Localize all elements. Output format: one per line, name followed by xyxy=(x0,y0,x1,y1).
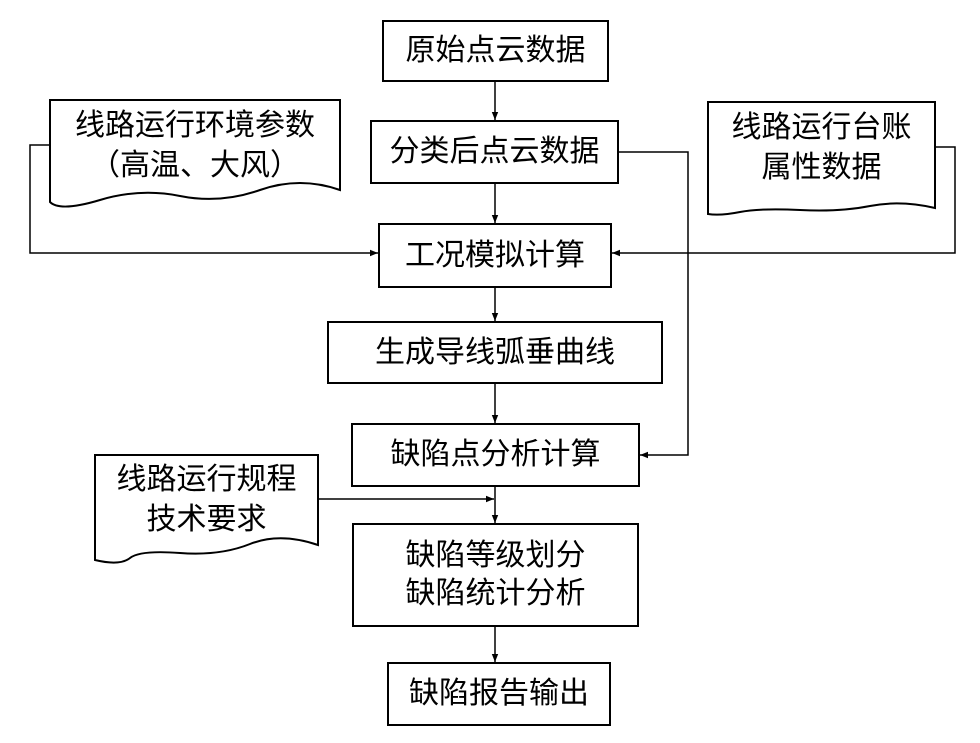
arrow-ledger-to-simulation xyxy=(612,146,956,257)
doc-regulations: 线路运行规程 技术要求 xyxy=(116,462,297,537)
node-condition-simulation: 工况模拟计算 xyxy=(378,223,612,288)
arrow-environment-to-simulation xyxy=(29,144,378,257)
node-defect-analysis: 缺陷点分析计算 xyxy=(351,423,640,487)
doc-shape-regulations xyxy=(94,454,319,564)
node-defect-report: 缺陷报告输出 xyxy=(387,662,611,726)
node-classified-point-cloud: 分类后点云数据 xyxy=(370,120,619,184)
arrow-classified-to-defect-analysis xyxy=(619,151,689,459)
node-raw-point-cloud: 原始点云数据 xyxy=(382,20,609,82)
doc-shape-environment-params xyxy=(49,99,341,208)
doc-environment-params: 线路运行环境参数 （高温、大风） xyxy=(75,108,315,183)
node-sag-curve: 生成导线弧垂曲线 xyxy=(327,321,663,384)
doc-ledger-data: 线路运行台账 属性数据 xyxy=(731,110,912,185)
doc-shape-ledger-data xyxy=(707,101,936,216)
node-defect-grading: 缺陷等级划分 缺陷统计分析 xyxy=(352,523,639,627)
